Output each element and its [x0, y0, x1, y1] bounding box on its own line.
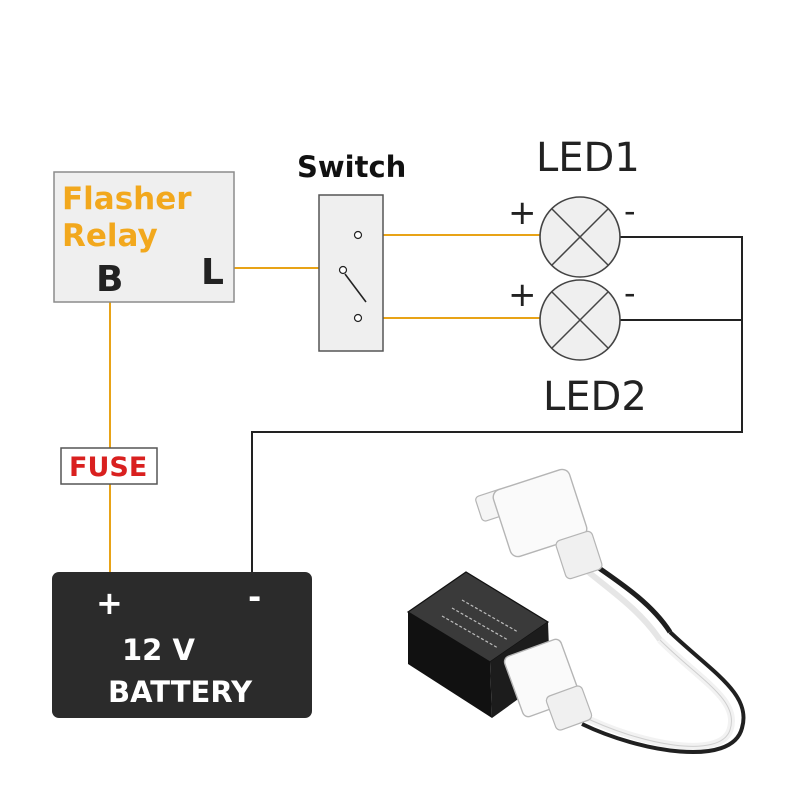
photo-module-print-2: [451, 607, 509, 641]
switch-label: Switch: [297, 150, 406, 184]
photo-module-left: [408, 612, 492, 718]
fuse-box: [60, 447, 158, 485]
photo-top-connector-body: [492, 468, 588, 558]
fuse-label: FUSE: [69, 452, 147, 483]
photo-bottom-connector: [503, 638, 593, 731]
switch: Switch: [297, 150, 406, 352]
switch-box: [318, 194, 384, 352]
relay-terminal-l: L: [201, 252, 224, 293]
battery-name: BATTERY: [108, 675, 253, 709]
fuse: FUSE: [60, 447, 158, 485]
flasher-relay: Flasher Relay B L: [53, 171, 235, 303]
battery: + - 12 V BATTERY: [52, 572, 312, 718]
photo-wire-top-2: [594, 563, 673, 634]
led2-plus: +: [508, 275, 537, 315]
switch-lever: [344, 273, 367, 303]
battery-voltage: 12 V: [122, 633, 195, 667]
switch-contact-bottom: [353, 313, 363, 323]
led1-label: LED1: [536, 135, 640, 181]
photo-bottom-connector-tail: [545, 685, 593, 731]
photo-module-print-1: [461, 599, 519, 633]
led2: + - LED2: [508, 274, 647, 420]
led-flasher-relay-photo: [406, 468, 746, 754]
photo-module-print-3: [441, 615, 499, 649]
wire-led1-ground: [251, 236, 743, 572]
photo-wire-loop-white: [578, 637, 735, 750]
battery-minus: -: [248, 578, 261, 616]
battery-body: [52, 572, 312, 718]
relay-box: [53, 171, 235, 303]
wires: [109, 234, 743, 572]
led1-plus: +: [508, 193, 537, 233]
photo-wire-top-1: [584, 567, 663, 642]
led1: LED1 + -: [508, 135, 640, 278]
photo-top-connector-tail: [555, 530, 603, 580]
photo-wire-loop-black: [581, 630, 746, 754]
led1-minus: -: [624, 192, 636, 230]
led2-cross-b: [551, 291, 609, 349]
photo-wire-loop-outline: [579, 639, 732, 747]
switch-contact-top: [353, 230, 363, 240]
battery-plus: +: [96, 584, 123, 622]
led1-cross-b: [551, 208, 609, 266]
switch-contact-common: [338, 265, 348, 275]
photo-top-connector: [475, 468, 603, 580]
relay-title-line1: Flasher: [62, 181, 192, 217]
led2-label: LED2: [543, 374, 647, 420]
led2-minus: -: [624, 274, 636, 312]
relay-title-line2: Relay: [62, 218, 158, 254]
relay-terminal-b: B: [96, 259, 123, 300]
